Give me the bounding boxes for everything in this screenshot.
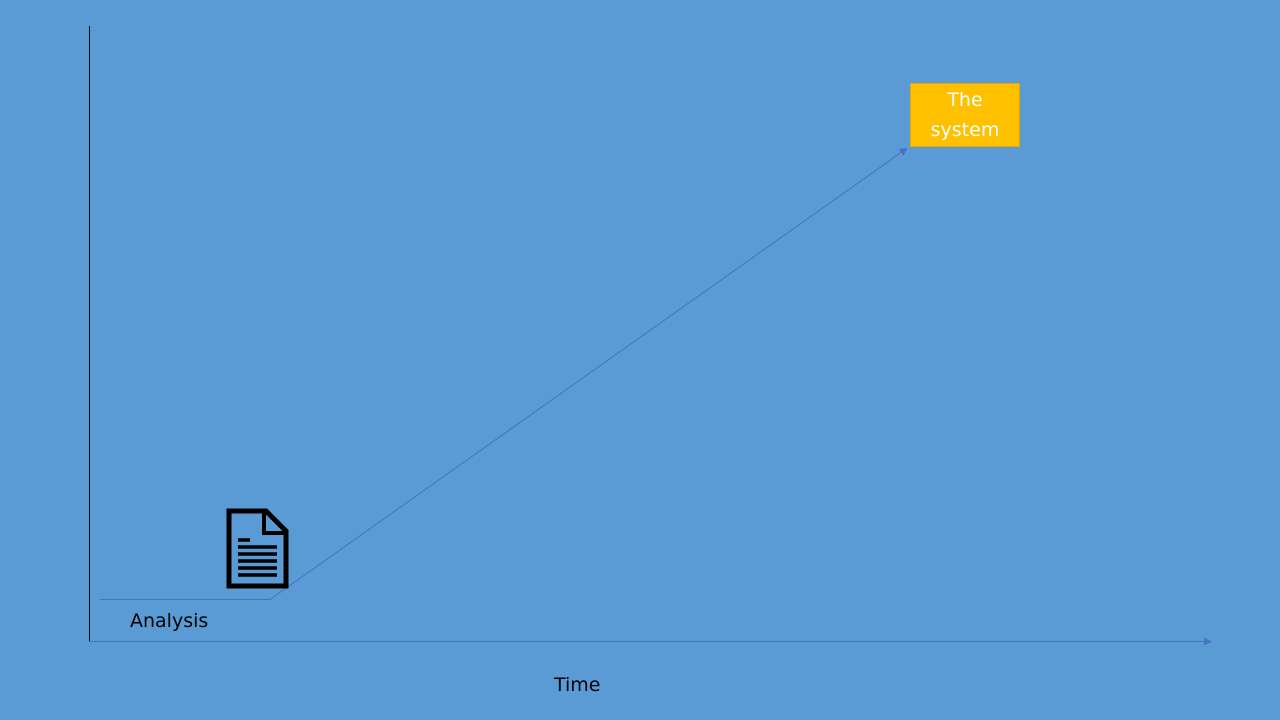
target-system-label: The system [930,89,1000,141]
progress-arrow [100,147,908,600]
document-icon [226,508,289,589]
analysis-label: Analysis [130,610,209,632]
x-axis-label: Time [554,674,601,696]
target-system-box: The system [910,83,1020,147]
